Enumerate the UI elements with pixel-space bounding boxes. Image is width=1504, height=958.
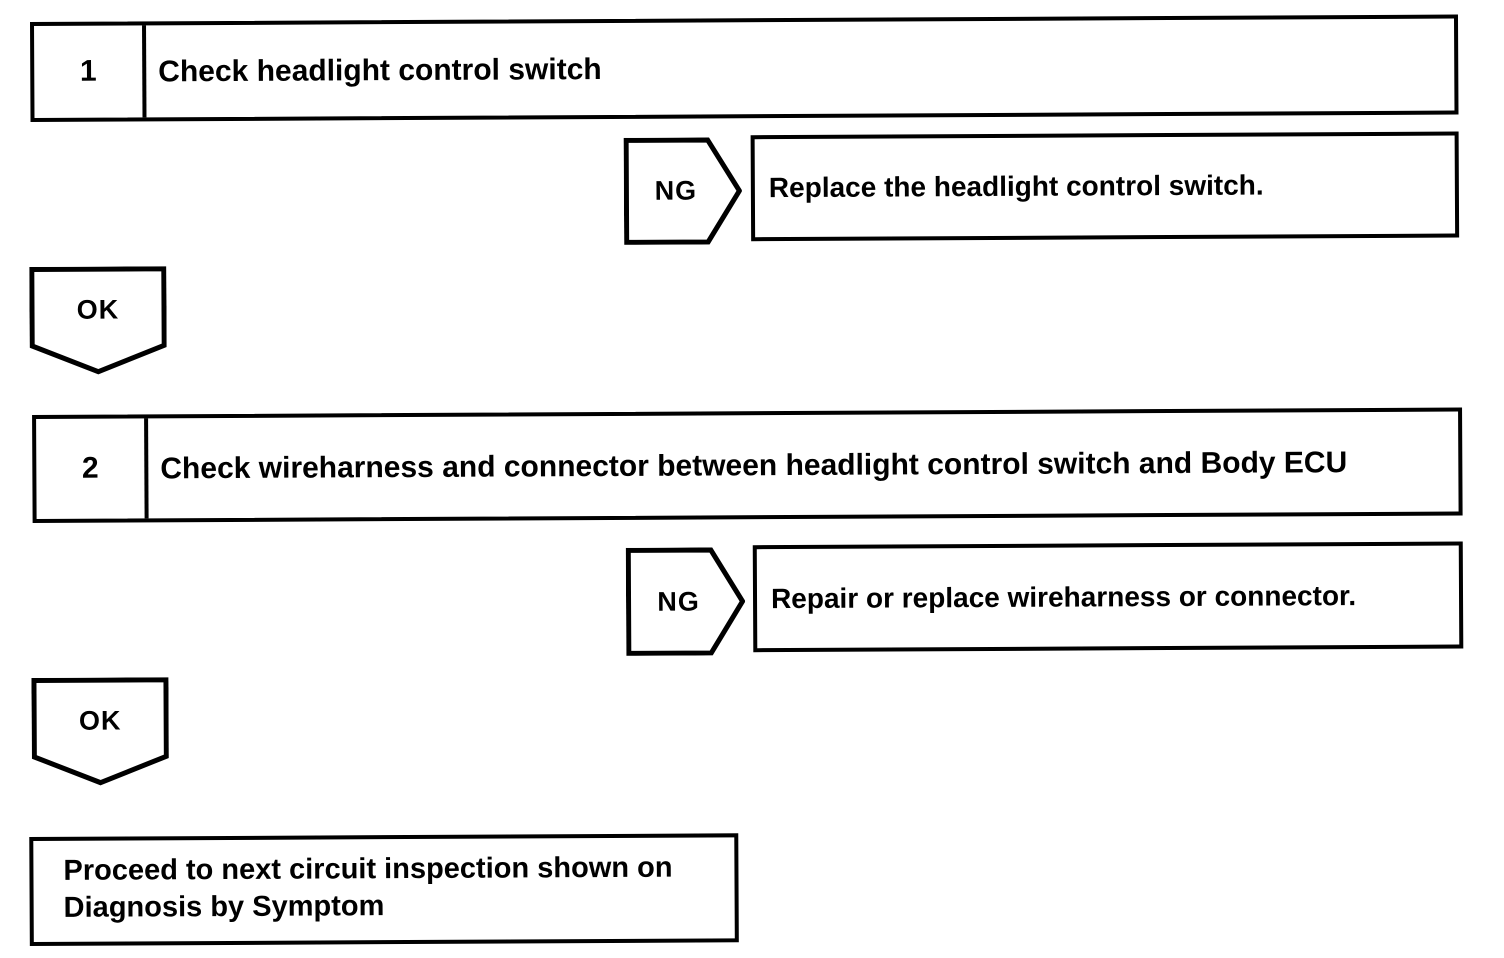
step-2-title-cell: Check wireharness and connector between …: [148, 412, 1459, 519]
step-1-box: 1 Check headlight control switch: [30, 14, 1459, 122]
step-1-ng-arrow: NG: [623, 137, 743, 245]
step-2-ng-label: NG: [657, 586, 700, 617]
step-2-ok-label: OK: [78, 705, 122, 736]
terminal-text: Proceed to next circuit inspection shown…: [63, 851, 673, 924]
step-2-title: Check wireharness and connector between …: [160, 445, 1348, 485]
ng-pentagon-icon: [623, 137, 743, 245]
step-2-ng-action-text: Repair or replace wireharness or connect…: [770, 579, 1357, 614]
step-1-ng-label: NG: [654, 175, 698, 206]
step-2-number: 2: [36, 418, 149, 519]
step-1-number: 1: [34, 25, 147, 118]
step-1-title: Check headlight control switch: [158, 52, 602, 88]
step-1-ok-label: OK: [76, 294, 120, 325]
step-1-title-cell: Check headlight control switch: [146, 19, 1454, 118]
ng-pentagon-icon: [625, 547, 746, 656]
step-1-ng-action-box: Replace the headlight control switch.: [750, 131, 1460, 242]
step-2-ng-action-box: Repair or replace wireharness or connect…: [752, 541, 1464, 653]
terminal-box: Proceed to next circuit inspection shown…: [29, 833, 739, 947]
ok-pentagon-icon: [29, 266, 167, 375]
step-2-ok-arrow: OK: [31, 677, 169, 786]
step-1-ng-action-text: Replace the headlight control switch.: [768, 169, 1264, 204]
step-2-box: 2 Check wireharness and connector betwee…: [32, 407, 1463, 523]
step-1-ok-arrow: OK: [29, 266, 167, 375]
ok-pentagon-icon: [31, 677, 169, 786]
step-2-ng-arrow: NG: [625, 547, 746, 656]
